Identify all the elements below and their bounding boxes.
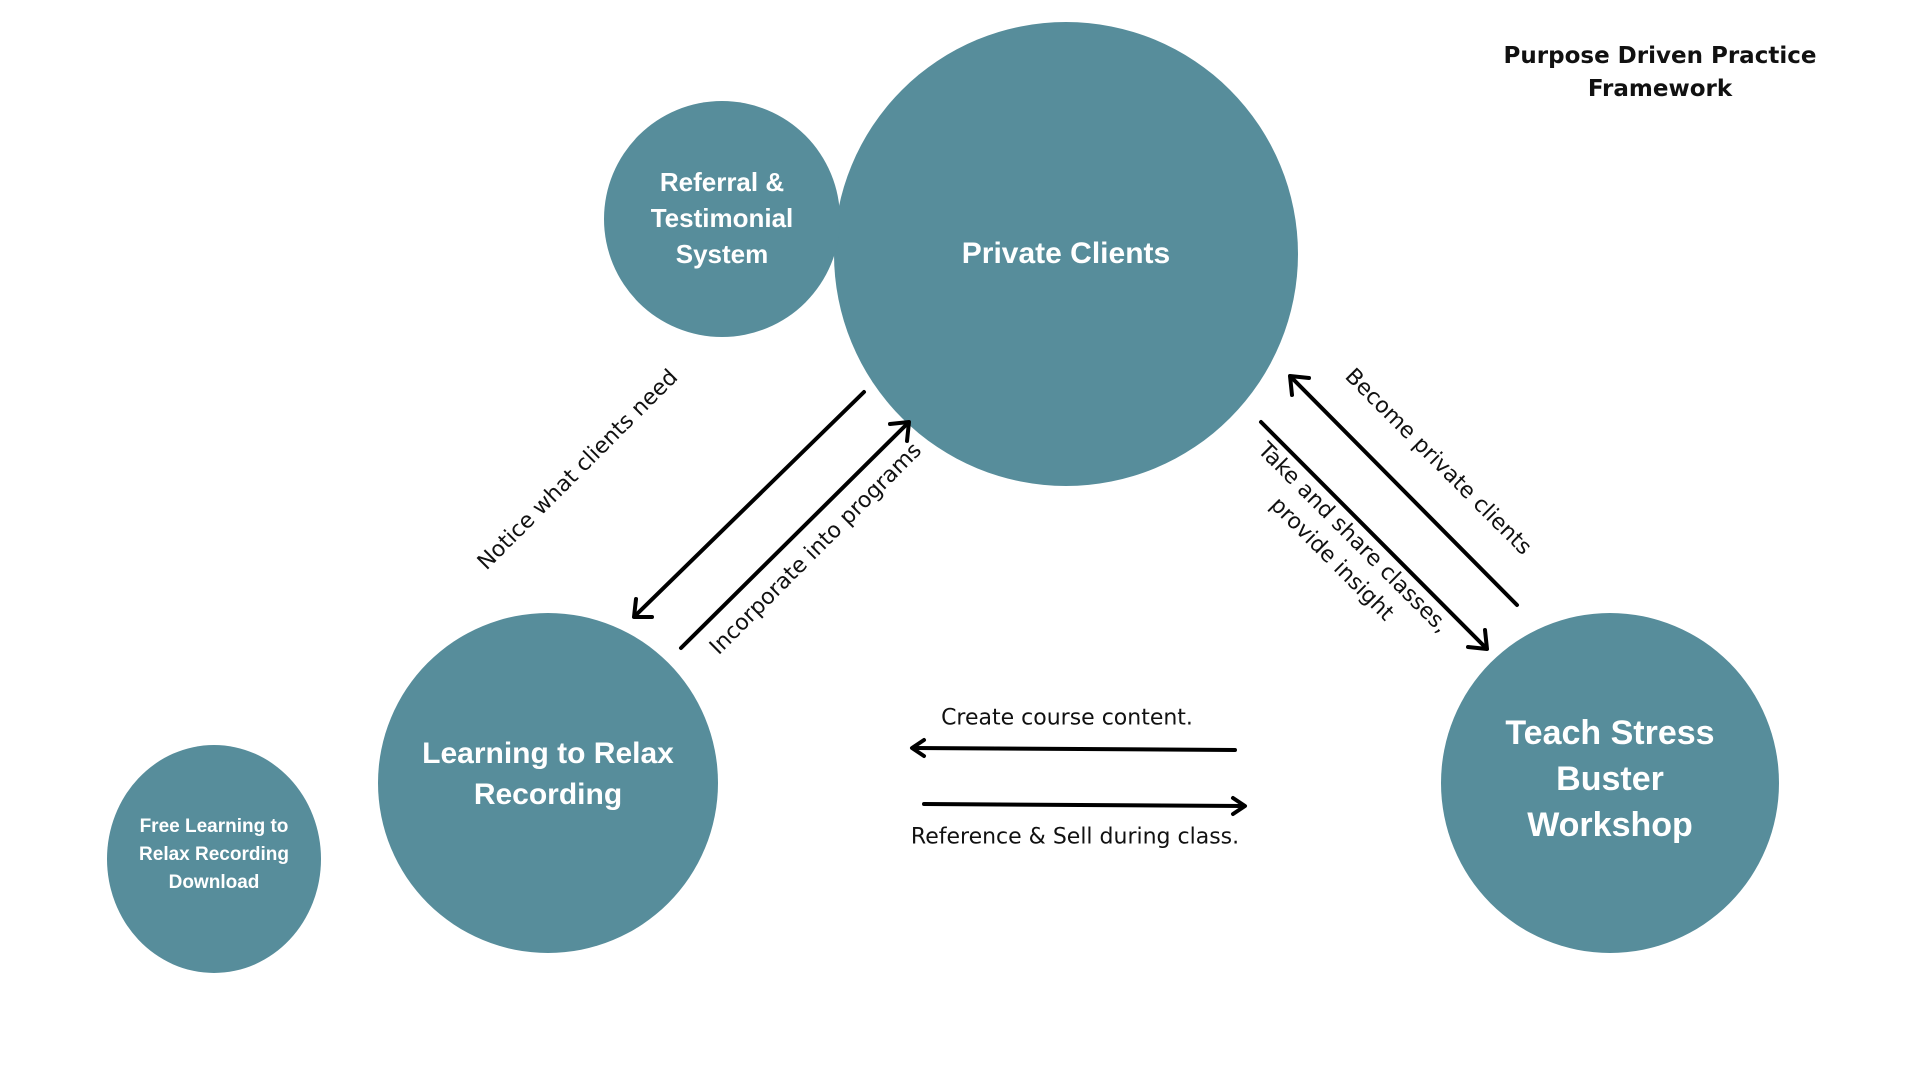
node-teach-stress-buster-workshop: Teach Stress Buster Workshop: [1441, 613, 1779, 953]
node-label: System: [675, 239, 769, 269]
node-label: Learning to Relax: [422, 737, 674, 770]
edge-label-line: provide insight: [1265, 492, 1399, 626]
node-free-recording-download: Free Learning to Relax Recording Downloa…: [107, 745, 321, 973]
edge-label-line: Incorporate into programs: [705, 438, 927, 660]
arrow-incorporate: [679, 420, 911, 650]
node-label: Workshop: [1527, 806, 1693, 844]
diagram-title: Purpose Driven Practice Framework: [1460, 40, 1860, 106]
diagram-title-line: Framework: [1587, 76, 1733, 102]
node-label: Private Clients: [961, 237, 1171, 270]
arrow-notice: [632, 390, 866, 619]
node-label: Teach Stress: [1505, 714, 1715, 752]
edge-label-line: Create course content.: [941, 705, 1193, 731]
node-learning-to-relax-recording: Learning to Relax Recording: [378, 613, 718, 953]
node-label: Free Learning to: [139, 816, 289, 837]
edge-label-reference: Reference & Sell during class.: [865, 825, 1285, 850]
edge-label-line: Notice what clients need: [472, 364, 684, 576]
node-referral-testimonial-system: Referral & Testimonial System: [604, 101, 840, 337]
edge-label-notice: Notice what clients need: [463, 355, 693, 585]
node-label: Download: [168, 872, 260, 893]
arrow-create: [910, 738, 1237, 758]
edge-label-incorporate: Incorporate into programs: [701, 434, 931, 664]
edge-label-line: Reference & Sell during class.: [910, 824, 1240, 850]
node-label: Testimonial: [650, 203, 794, 233]
arrow-reference: [922, 796, 1247, 816]
node-label: Relax Recording: [139, 844, 289, 865]
diagram-title-line: Purpose Driven Practice: [1503, 43, 1817, 69]
edge-label-create: Create course content.: [857, 706, 1277, 731]
node-private-clients: Private Clients: [834, 22, 1298, 486]
node-label: Referral &: [659, 167, 785, 197]
node-label: Buster: [1556, 760, 1664, 798]
node-label: Recording: [473, 778, 623, 811]
